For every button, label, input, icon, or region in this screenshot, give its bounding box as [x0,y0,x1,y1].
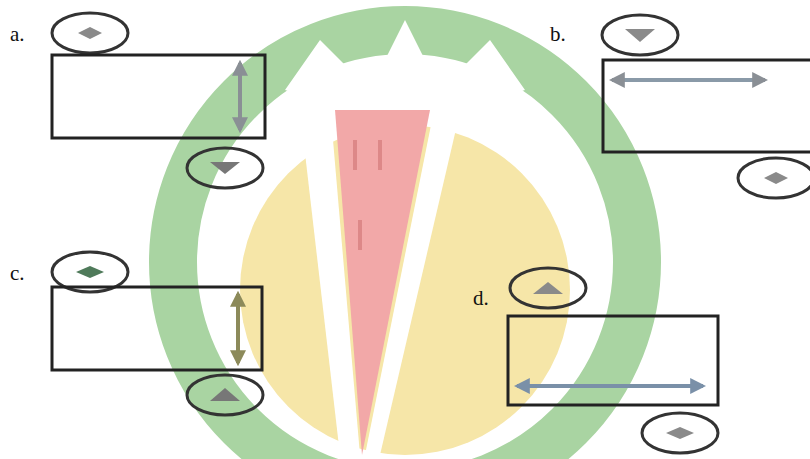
panel-c [52,252,263,415]
panel-b [602,15,810,198]
panel-a [52,13,265,188]
panel-letter: c. [10,263,25,284]
watermark-logo [173,20,637,459]
panel-letter: b. [550,24,566,45]
panel-d [508,268,718,453]
panel-letter: d. [473,288,489,309]
panel-letter: a. [10,24,25,45]
